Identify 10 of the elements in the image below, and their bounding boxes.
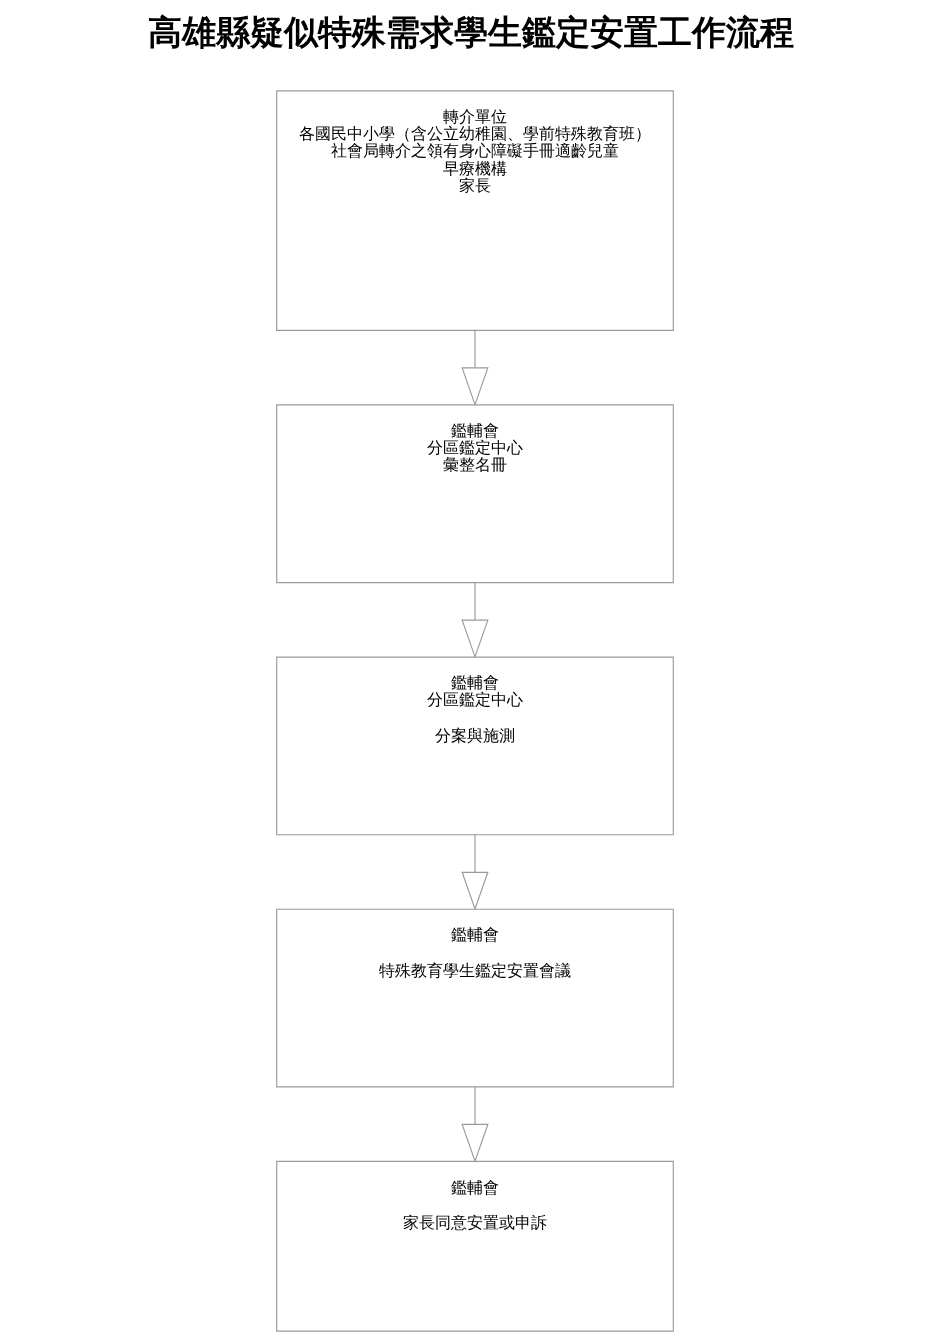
arrow [461, 329, 489, 407]
arrow [461, 1086, 489, 1163]
node-box: 鑑輔會 分區鑑定中心 彙整名冊 [276, 404, 674, 584]
arrow [461, 582, 489, 659]
diagram-title: 高雄縣疑似特殊需求學生鑑定安置工作流程 [147, 12, 794, 51]
arrow [461, 834, 489, 911]
node-box: 轉介單位 各國民中小學（含公立幼稚園、學前特殊教育班） 社會局轉介之領有身心障礙手冊適齡兒童 早療機構 家長 [276, 90, 674, 331]
node-box: 鑑輔會 特殊教育學生鑑定安置會議 [276, 908, 674, 1088]
node-box: 鑑輔會 分區鑑定中心 分案與施測 [276, 656, 674, 836]
node-box: 鑑輔會 家長同意安置或申訴 [276, 1160, 674, 1332]
